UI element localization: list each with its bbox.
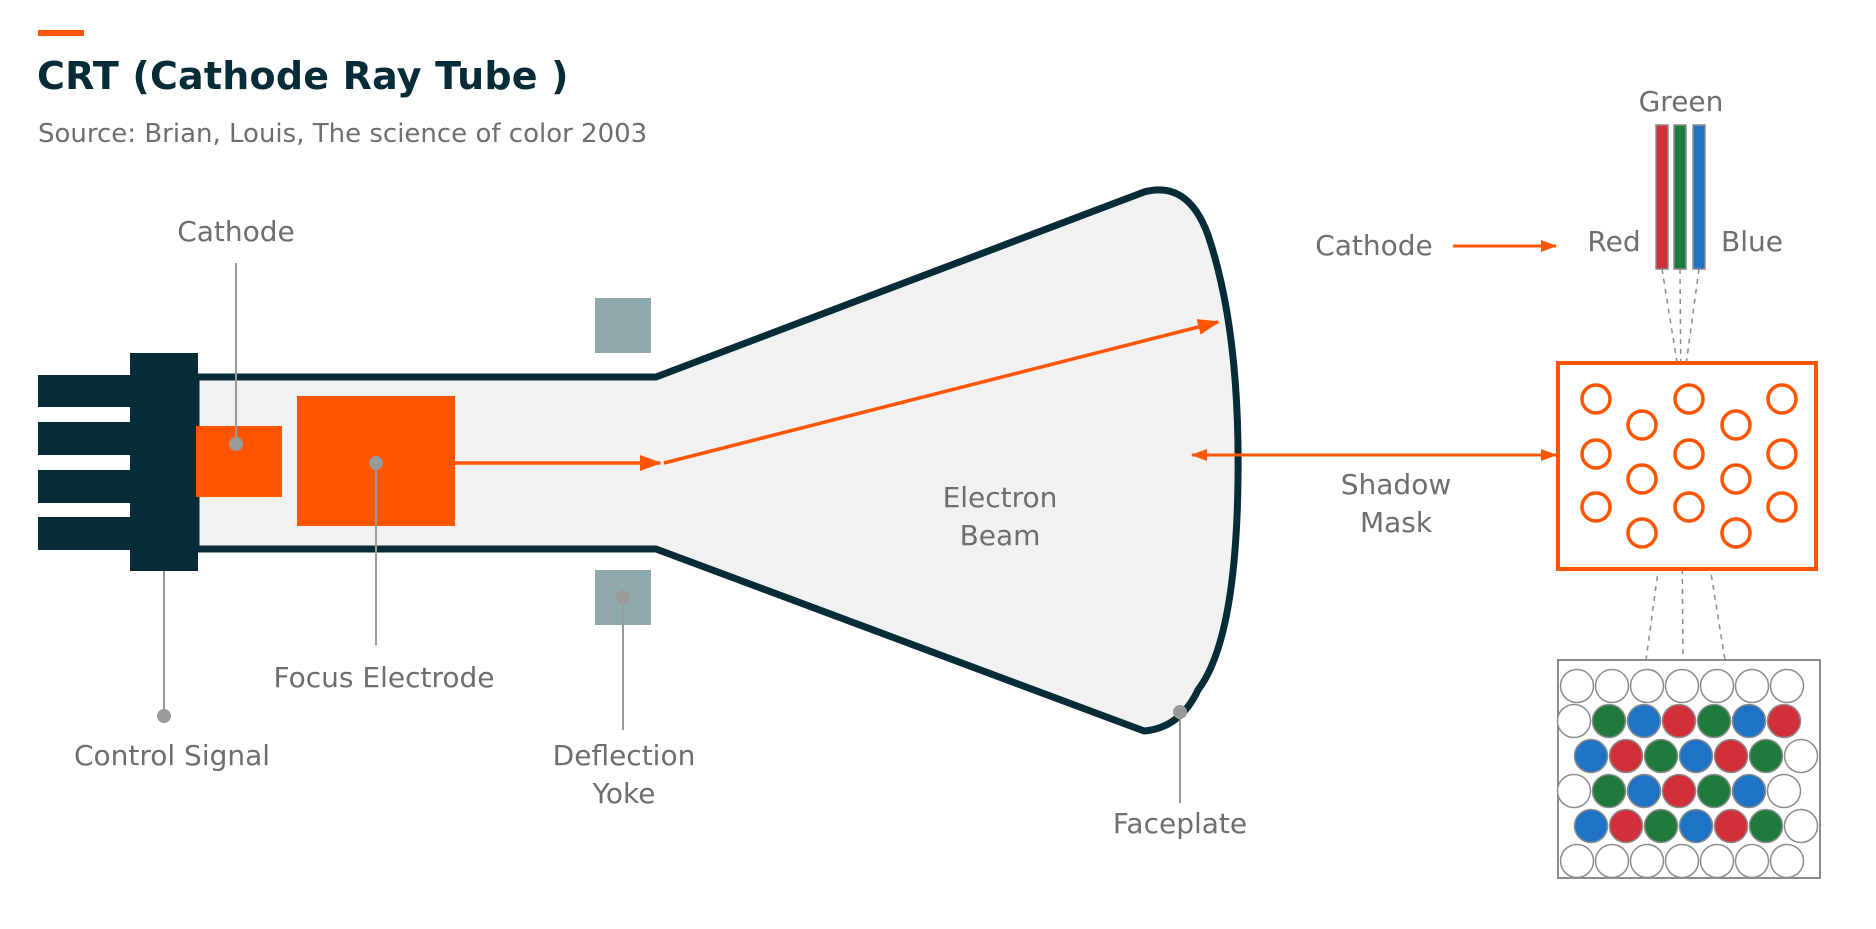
phosphor-dot-white <box>1769 668 1805 704</box>
label-deflection-yoke-2: Yoke <box>592 777 656 810</box>
phosphor-dot-green <box>1643 738 1679 774</box>
label-electron-beam-1: Electron <box>943 481 1058 514</box>
phosphor-dot-white <box>1664 668 1700 704</box>
pin <box>38 470 134 503</box>
phosphor-dot-white <box>1556 773 1592 809</box>
label-gun-blue: Blue <box>1721 225 1783 258</box>
cathode-block <box>196 426 282 497</box>
phosphor-dot-white <box>1556 703 1592 739</box>
phosphor-dot-white <box>1783 808 1819 844</box>
phosphor-dot-white <box>1699 843 1735 879</box>
label-cathode: Cathode <box>177 215 295 248</box>
phosphor-dot-blue <box>1626 773 1662 809</box>
deflection-yoke-leader-dot <box>616 590 630 604</box>
phosphor-dot-blue <box>1573 808 1609 844</box>
phosphor-dot-white <box>1594 843 1630 879</box>
phosphor-dot-red <box>1766 703 1802 739</box>
control-signal-leader-dot <box>157 709 171 723</box>
phosphor-dot-blue <box>1573 738 1609 774</box>
phosphor-dot-blue <box>1731 773 1767 809</box>
phosphor-dot-white <box>1629 843 1665 879</box>
phosphor-dot-green <box>1748 738 1784 774</box>
label-focus-electrode: Focus Electrode <box>274 661 495 694</box>
phosphor-dot-white <box>1734 668 1770 704</box>
gun-red <box>1655 124 1669 270</box>
label-gun-cathode: Cathode <box>1315 229 1433 262</box>
label-gun-green: Green <box>1639 85 1724 118</box>
label-shadow-mask-1: Shadow <box>1341 468 1451 501</box>
faceplate-leader-dot <box>1173 705 1187 719</box>
tube-body <box>192 186 1242 735</box>
label-control-signal: Control Signal <box>74 739 270 772</box>
pin <box>38 517 134 550</box>
phosphor-dot-blue <box>1678 808 1714 844</box>
phosphor-dot-green <box>1696 703 1732 739</box>
cathode-leader-dot <box>229 437 243 451</box>
phosphor-dot-white <box>1559 668 1595 704</box>
page-title: CRT (Cathode Ray Tube ) <box>37 54 569 98</box>
gun-green <box>1673 124 1687 270</box>
label-electron-beam-2: Beam <box>960 519 1041 552</box>
phosphor-dot-red <box>1713 738 1749 774</box>
phosphor-dots <box>1556 668 1819 879</box>
phosphor-dot-white <box>1664 843 1700 879</box>
phosphor-dot-red <box>1661 773 1697 809</box>
gun-blue <box>1692 124 1706 270</box>
label-deflection-yoke-1: Deflection <box>553 739 696 772</box>
phosphor-dot-blue <box>1626 703 1662 739</box>
phosphor-dot-white <box>1783 738 1819 774</box>
convergence-lines <box>1645 268 1726 661</box>
phosphor-dot-red <box>1661 703 1697 739</box>
phosphor-dot-blue <box>1731 703 1767 739</box>
phosphor-dot-red <box>1608 808 1644 844</box>
title-accent-bar <box>38 30 84 36</box>
phosphor-dot-white <box>1559 843 1595 879</box>
phosphor-dot-white <box>1629 668 1665 704</box>
label-shadow-mask-2: Mask <box>1360 506 1433 539</box>
phosphor-dot-white <box>1734 843 1770 879</box>
phosphor-dot-blue <box>1678 738 1714 774</box>
phosphor-dot-white <box>1699 668 1735 704</box>
pin <box>38 422 134 455</box>
shadow-mask-holes <box>1580 383 1798 549</box>
label-gun-red: Red <box>1587 225 1640 258</box>
phosphor-dot-red <box>1713 808 1749 844</box>
phosphor-dot-red <box>1608 738 1644 774</box>
source-note: Source: Brian, Louis, The science of col… <box>38 119 648 149</box>
phosphor-dot-green <box>1591 703 1627 739</box>
phosphor-dot-green <box>1643 808 1679 844</box>
phosphor-dot-white <box>1594 668 1630 704</box>
phosphor-dot-white <box>1766 773 1802 809</box>
phosphor-dot-white <box>1769 843 1805 879</box>
focus-electrode-leader-dot <box>369 456 383 470</box>
tube-base <box>130 353 198 571</box>
phosphor-dot-green <box>1748 808 1784 844</box>
phosphor-dot-green <box>1696 773 1732 809</box>
phosphor-dot-green <box>1591 773 1627 809</box>
label-faceplate: Faceplate <box>1113 807 1247 840</box>
pin <box>38 375 134 407</box>
electron-beam-deflected <box>663 319 1220 465</box>
deflection-yoke-top <box>595 298 651 353</box>
